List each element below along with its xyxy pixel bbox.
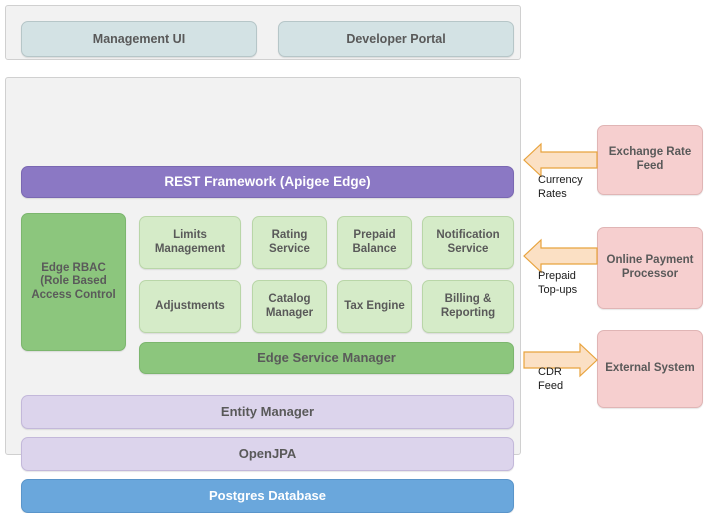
node-catalog-manager[interactable]: Catalog Manager	[252, 280, 327, 333]
node-developer-portal[interactable]: Developer Portal	[278, 21, 514, 57]
node-rating-service[interactable]: Rating Service	[252, 216, 327, 269]
node-exchange-rate-feed[interactable]: Exchange Rate Feed	[597, 125, 703, 195]
node-rest-framework[interactable]: REST Framework (Apigee Edge)	[21, 166, 514, 198]
node-tax-engine[interactable]: Tax Engine	[337, 280, 412, 333]
node-postgres-database[interactable]: Postgres Database	[21, 479, 514, 513]
arrow-label-cdr-feed: CDR Feed	[538, 366, 564, 392]
node-management-ui[interactable]: Management UI	[21, 21, 257, 57]
node-entity-manager[interactable]: Entity Manager	[21, 395, 514, 429]
node-edge-rbac[interactable]: Edge RBAC (Role Based Access Control	[21, 213, 126, 351]
diagram-canvas: Management UI Developer Portal REST Fram…	[5, 5, 703, 513]
arrow-label-currency-rates: Currency Rates	[538, 174, 583, 200]
node-limits-management[interactable]: Limits Management	[139, 216, 241, 269]
platform-layer-panel: REST Framework (Apigee Edge) Edge RBAC (…	[5, 77, 521, 513]
arrow-label-prepaid-topups: Prepaid Top-ups	[538, 270, 578, 296]
node-edge-service-manager[interactable]: Edge Service Manager	[139, 342, 514, 374]
node-notification-service[interactable]: Notification Service	[422, 216, 514, 269]
node-external-system[interactable]: External System	[597, 330, 703, 408]
node-openjpa[interactable]: OpenJPA	[21, 437, 514, 471]
arrow-currency-rates	[523, 142, 598, 178]
node-online-payment-processor[interactable]: Online Payment Processor	[597, 227, 703, 309]
node-billing-reporting[interactable]: Billing & Reporting	[422, 280, 514, 333]
node-prepaid-balance[interactable]: Prepaid Balance	[337, 216, 412, 269]
node-adjustments[interactable]: Adjustments	[139, 280, 241, 333]
arrow-prepaid-topups	[523, 238, 598, 274]
client-layer-panel: Management UI Developer Portal	[5, 5, 521, 60]
